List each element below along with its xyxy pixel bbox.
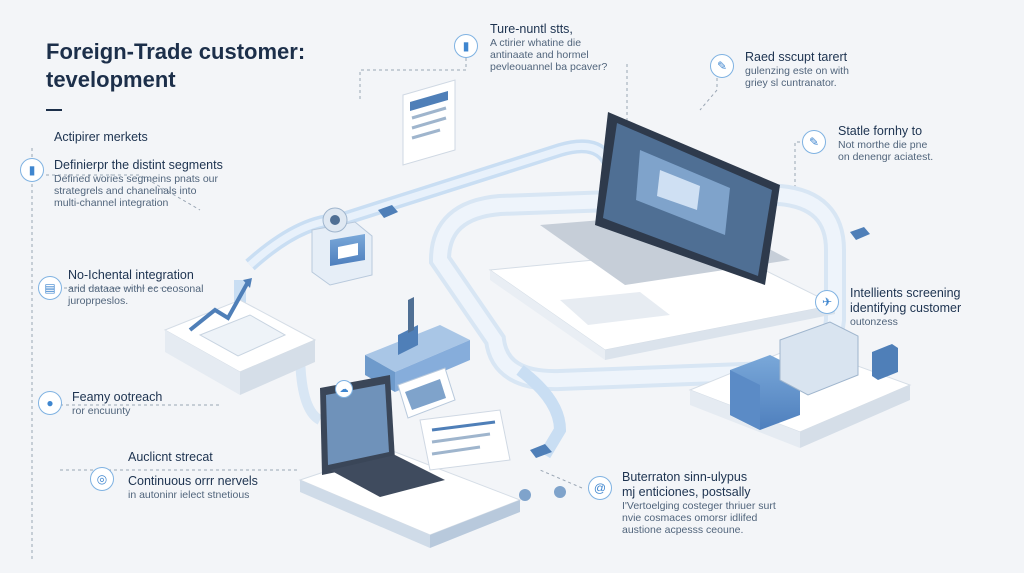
top-center-callout: Ture-nuntl stts, A ctirier whatine die a… [490, 22, 607, 73]
bottom-center-line-1: nvie cosmaces omorsr idlifed [622, 512, 758, 524]
bottom-center-heading: Buterraton sinn-ulypus [622, 470, 748, 484]
bottom-center-heading-2: mj enticiones, postsally [622, 485, 751, 499]
bottom-center-callout: Buterraton sinn-ulypus mj enticiones, po… [622, 470, 776, 536]
left-item-5-line-0: in autoninr ielect stnetious [128, 489, 250, 501]
top-center-line-0: A ctirier whatine die [490, 37, 582, 49]
document-panel [402, 79, 456, 166]
left-item-2: No-Ichental integration arid dataae with… [68, 268, 203, 307]
right-mid-line-1: on denengr aciatest. [838, 151, 934, 163]
server-platform [365, 297, 470, 419]
left-item-3: Feamy ootreach ror encuunty [72, 390, 162, 417]
left-item-1-line-0: Defined wories segmeins pnats our [54, 173, 219, 185]
left-item-2-heading: No-Ichental integration [68, 268, 194, 282]
left-item-3-heading: Feamy ootreach [72, 390, 163, 404]
at-sign-icon: @ [588, 476, 612, 500]
people-icon: ● [38, 391, 62, 415]
left-item-1-line-1: strategrels and chanelnals into [54, 185, 197, 197]
page-title: Foreign-Trade customer: tevelopment [46, 39, 306, 92]
right-mid-heading: Statle fornhy to [838, 124, 923, 138]
left-item-0: Actipirer merkets [54, 130, 148, 145]
right-mid-line-0: Not morthe die pne [838, 139, 928, 151]
title-divider [46, 109, 62, 111]
grid-icon: ✎ [802, 130, 826, 154]
rocket-icon: ✈ [815, 290, 839, 314]
bottom-center-line-2: austione acpesss ceoune. [622, 524, 744, 536]
top-right-callout: Raed sscupt tarert gulenzing este on wit… [745, 50, 849, 89]
bar-chart-icon: ▮ [20, 158, 44, 182]
sparkle-icon: ▮ [454, 34, 478, 58]
left-item-3-line-0: ror encuunty [72, 405, 131, 417]
cloud-icon: ☁ [335, 380, 353, 398]
left-item-4-heading: Auclicnt strecat [128, 450, 213, 464]
top-right-heading: Raed sscupt tarert [745, 50, 848, 64]
robot-device [311, 207, 373, 286]
top-right-line-0: gulenzing este on with [745, 65, 849, 77]
top-center-heading: Ture-nuntl stts, [490, 22, 573, 36]
left-item-1-heading: Definierpr the distint segments [54, 158, 223, 172]
left-item-4: Auclicnt strecat [128, 450, 213, 465]
left-item-2-line-1: juroprpeslos. [68, 295, 129, 307]
analytics-pedestal [163, 278, 317, 395]
left-item-1: Definierpr the distint segments Defined … [54, 158, 223, 209]
left-item-5-heading: Continuous orrr nervels [128, 474, 258, 488]
bottom-center-line-0: I'Vertoelging costeger thriuer surt [622, 500, 776, 512]
leader-lines [31, 58, 831, 560]
top-center-line-2: pevleouannel ba pcaver? [490, 61, 608, 73]
right-low-line-0: identifying customer [850, 301, 962, 315]
left-item-0-heading: Actipirer merkets [54, 130, 148, 144]
left-item-2-line-0: arid dataae withl ec ceosonal [68, 283, 204, 295]
left-item-5: Continuous orrr nervels in autoninr iele… [128, 474, 258, 501]
secondary-laptop [298, 375, 522, 548]
right-low-line-1: outonzess [850, 316, 898, 328]
target-icon: ◎ [90, 467, 114, 491]
document-chart-icon: ▤ [38, 276, 62, 300]
right-mid-callout: Statle fornhy to Not morthe die pne on d… [838, 124, 933, 163]
left-item-1-line-2: multi-channel integration [54, 197, 169, 209]
top-center-line-1: antinaate and hormel [490, 49, 589, 61]
main-laptop [488, 112, 837, 360]
top-right-line-1: griey sl cuntranator. [745, 77, 837, 89]
right-low-callout: Intellients screening identifying custom… [850, 286, 961, 328]
mail-icon: ✎ [710, 54, 734, 78]
right-low-heading: Intellients screening [850, 286, 961, 300]
data-center-platform [688, 321, 912, 448]
connector-nodes [378, 205, 870, 501]
